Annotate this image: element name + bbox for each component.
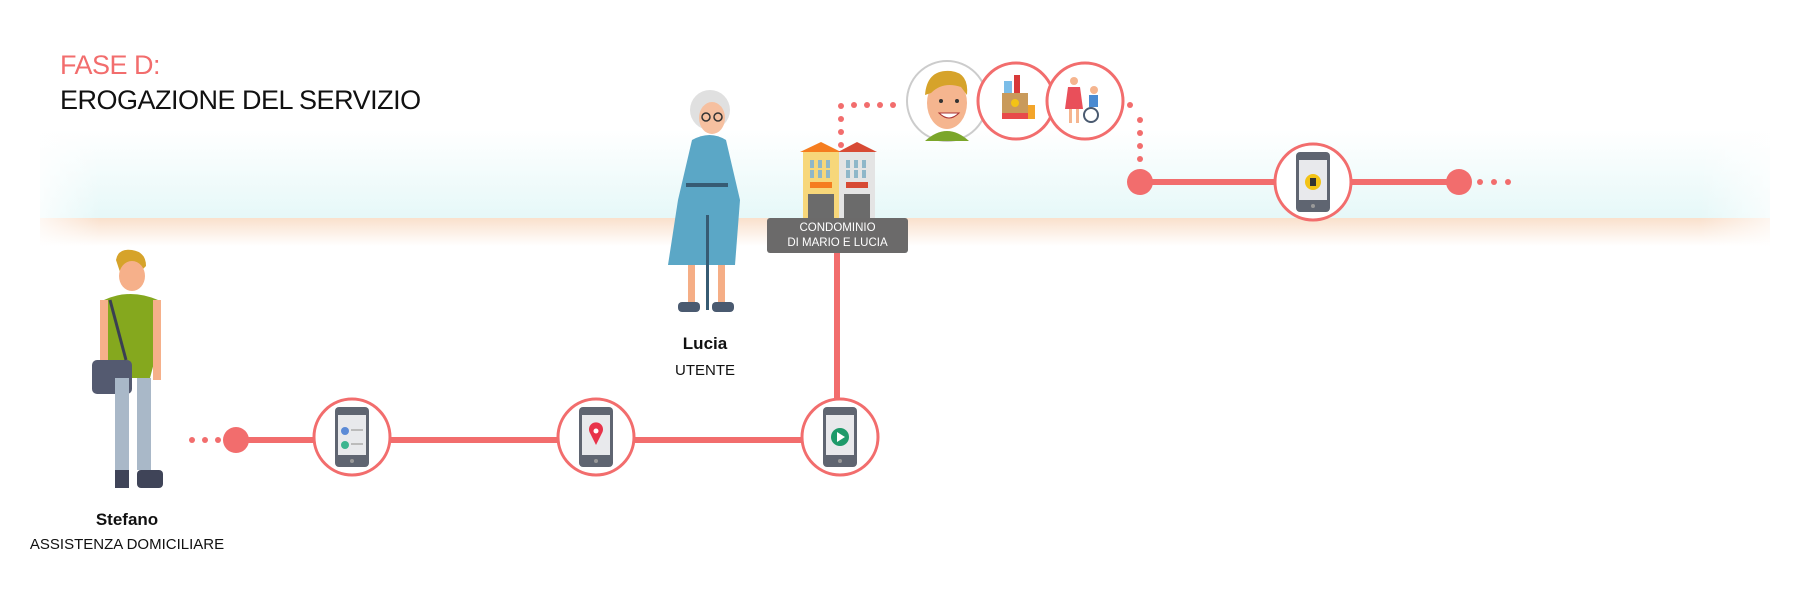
stefano-name: Stefano [95, 510, 159, 529]
building-label-line1: CONDOMINIO [799, 222, 876, 234]
lucia-name: Lucia [682, 334, 728, 353]
fade-left [20, 120, 100, 260]
phone-location-pin-icon [589, 422, 603, 445]
step-stop[interactable] [1273, 142, 1353, 222]
fade-right [1700, 120, 1800, 260]
phone-contacts-icon [341, 427, 363, 449]
step-play[interactable] [800, 397, 880, 477]
wheelchair-assistance-icon [1065, 77, 1099, 123]
bottom-timeline [189, 252, 841, 453]
grocery-box-icon [1002, 75, 1035, 119]
stefano-role: ASSISTENZA DOMICILIARE [29, 536, 225, 553]
lucia-role: UTENTE [675, 362, 735, 379]
phase-label: FASE D: [60, 50, 161, 80]
page-title: EROGAZIONE DEL SERVIZIO [60, 85, 421, 115]
building-label: CONDOMINIO DI MARIO E LUCIA [767, 218, 908, 253]
caregiver-face-icon [925, 70, 969, 141]
condominium-building-icon [800, 142, 877, 218]
step-wheelchair[interactable] [1045, 61, 1125, 141]
sky-band [40, 130, 1770, 218]
stefano-figure [92, 249, 163, 488]
dotted-connector [838, 102, 1143, 162]
lucia-figure [668, 90, 740, 312]
step-groceries[interactable] [976, 61, 1056, 141]
step-contacts[interactable] [312, 397, 392, 477]
building-label-line2: DI MARIO E LUCIA [787, 237, 888, 249]
caregiver-face [906, 60, 988, 142]
step-location[interactable] [556, 397, 636, 477]
